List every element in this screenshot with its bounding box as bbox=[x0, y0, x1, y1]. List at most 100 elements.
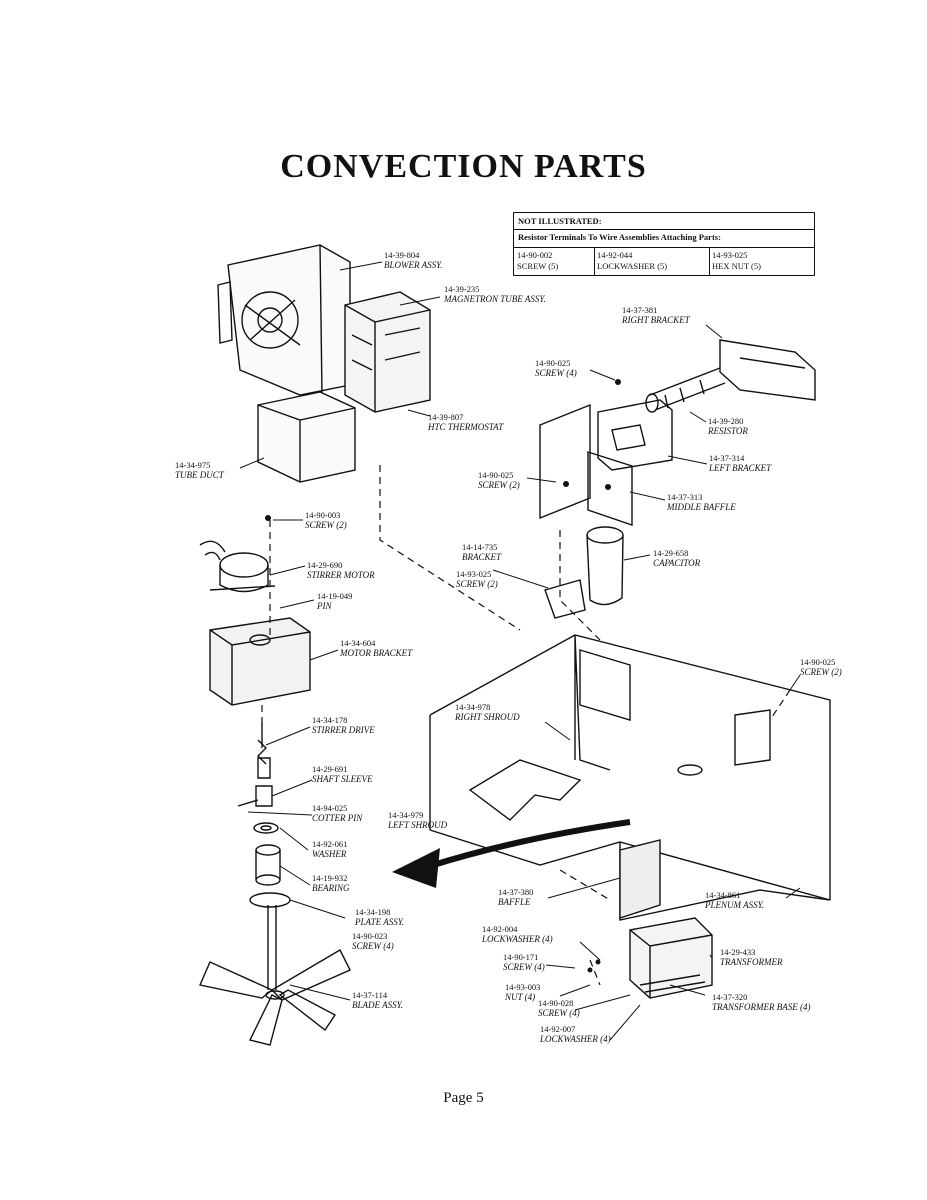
part-number: 14-34-604 bbox=[340, 638, 376, 648]
part-name: LEFT SHROUD bbox=[387, 820, 448, 830]
part-name: TRANSFORMER BASE (4) bbox=[712, 1002, 810, 1012]
not-illustrated-item: 14-93-025 HEX NUT (5) bbox=[712, 250, 761, 271]
part-number: 14-29-658 bbox=[653, 548, 688, 558]
stirrer-motor-drawing bbox=[199, 540, 276, 593]
part-number: 14-90-025 bbox=[478, 470, 513, 480]
part-name: RIGHT BRACKET bbox=[621, 315, 691, 325]
part-name: SCREW (4) bbox=[503, 962, 545, 972]
part-name: PIN bbox=[316, 601, 332, 611]
part-number: 14-39-280 bbox=[708, 416, 743, 426]
part-name: SCREW (4) bbox=[535, 368, 577, 378]
part-number: 14-92-061 bbox=[312, 839, 347, 849]
blade-assy-drawing bbox=[199, 949, 351, 1046]
part-name: SCREW (2) bbox=[800, 667, 842, 677]
not-illustrated-heading: NOT ILLUSTRATED: bbox=[518, 216, 602, 226]
capacitor-drawing bbox=[544, 526, 624, 619]
magnetron-drawing bbox=[344, 291, 431, 413]
part-name: CAPACITOR bbox=[653, 558, 701, 568]
washer-drawing bbox=[253, 822, 279, 834]
part-name: MAGNETRON TUBE ASSY. bbox=[443, 294, 546, 304]
screw-icon bbox=[563, 481, 569, 487]
part-number: 14-34-978 bbox=[455, 702, 490, 712]
part-name: COTTER PIN bbox=[312, 813, 363, 823]
part-name: SCREW (2) bbox=[456, 579, 498, 589]
screw-icon bbox=[265, 515, 271, 521]
part-number: 14-37-314 bbox=[709, 453, 745, 463]
part-number: 14-34-198 bbox=[355, 907, 390, 917]
right-bracket-drawing bbox=[719, 339, 816, 401]
part-name: LOCKWASHER (4) bbox=[539, 1034, 611, 1044]
part-name: SHAFT SLEEVE bbox=[312, 774, 373, 784]
part-name: LOCKWASHER (4) bbox=[481, 934, 553, 944]
part-number: 14-19-932 bbox=[312, 873, 347, 883]
part-number: 14-90-025 bbox=[800, 657, 835, 667]
part-number: 14-37-381 bbox=[622, 305, 657, 315]
not-illustrated-item: 14-90-002 SCREW (5) bbox=[517, 250, 559, 271]
part-name: LEFT BRACKET bbox=[708, 463, 772, 473]
part-number: 14-90-023 bbox=[352, 931, 387, 941]
part-name: MOTOR BRACKET bbox=[339, 648, 413, 658]
part-name: NUT (4) bbox=[504, 992, 535, 1002]
part-number: 14-94-025 bbox=[312, 803, 347, 813]
middle-baffle-drawing bbox=[539, 403, 633, 526]
not-illustrated-item: 14-92-044 LOCKWASHER (5) bbox=[597, 250, 668, 271]
part-number: 14-39-804 bbox=[384, 250, 420, 260]
page-number: Page 5 bbox=[443, 1090, 484, 1106]
bearing-drawing bbox=[255, 844, 281, 886]
part-number: 14-37-380 bbox=[498, 887, 533, 897]
tube-duct-drawing bbox=[257, 391, 356, 483]
part-number: 14-90-028 bbox=[538, 998, 573, 1008]
part-number: 14-90-171 bbox=[503, 952, 538, 962]
part-name: STIRRER DRIVE bbox=[312, 725, 375, 735]
part-name: SCREW (4) bbox=[352, 941, 394, 951]
part-name: PLENUM ASSY. bbox=[704, 900, 764, 910]
part-name: MIDDLE BAFFLE bbox=[666, 502, 736, 512]
screw-icon bbox=[615, 379, 621, 385]
part-name: BAFFLE bbox=[498, 897, 531, 907]
part-number: 14-90-003 bbox=[305, 510, 340, 520]
part-number: 14-29-433 bbox=[720, 947, 755, 957]
part-number: 14-92-004 bbox=[482, 924, 518, 934]
part-number: 14-90-025 bbox=[535, 358, 570, 368]
not-illustrated-subheading: Resistor Terminals To Wire Assemblies At… bbox=[518, 232, 721, 242]
motor-bracket-drawing bbox=[209, 617, 311, 706]
part-name: SCREW (2) bbox=[478, 480, 520, 490]
part-name: BEARING bbox=[312, 883, 350, 893]
part-name: HTC THERMOSTAT bbox=[427, 422, 504, 432]
stirrer-drive-drawing bbox=[257, 722, 271, 779]
part-name: PLATE ASSY. bbox=[354, 917, 404, 927]
not-illustrated-box: NOT ILLUSTRATED: Resistor Terminals To W… bbox=[513, 212, 815, 276]
part-number: 14-37-114 bbox=[352, 990, 388, 1000]
part-number: 14-34-979 bbox=[388, 810, 423, 820]
part-number: 14-34-178 bbox=[312, 715, 347, 725]
part-name: BRACKET bbox=[462, 552, 502, 562]
resistor-drawing bbox=[645, 367, 726, 413]
